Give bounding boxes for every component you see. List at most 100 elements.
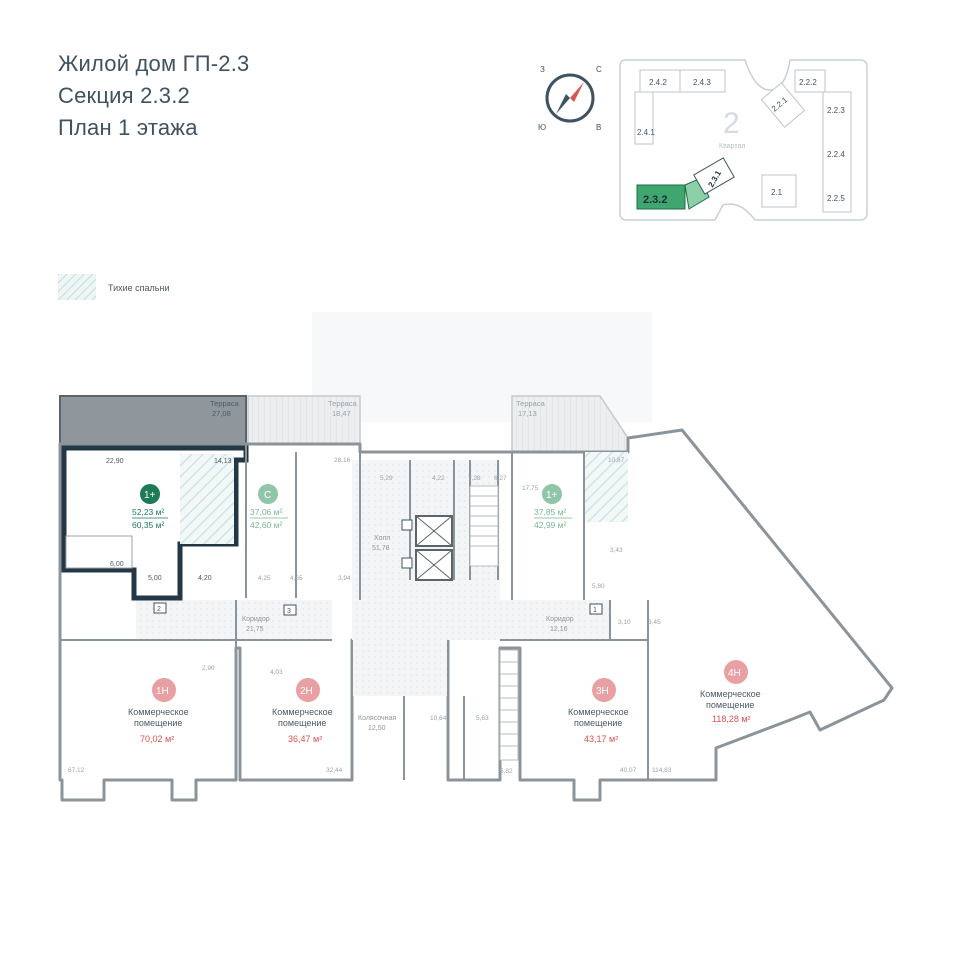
terrace-area: 27,08 bbox=[212, 409, 231, 418]
commercial-label: Коммерческое bbox=[568, 707, 629, 717]
elevator-icon bbox=[401, 519, 413, 531]
room-area: 14,13 bbox=[214, 458, 232, 465]
apartment-area-total: 60,35 м² bbox=[132, 520, 164, 530]
room-area: 3,10 bbox=[618, 619, 631, 626]
stroller-room-area: 12,50 bbox=[368, 725, 386, 732]
site-building-label: 2.4.2 bbox=[649, 78, 667, 87]
room-area: 32,44 bbox=[326, 767, 343, 774]
commercial-badge bbox=[296, 678, 320, 702]
apartment-area-total: 42,60 м² bbox=[250, 520, 282, 530]
commercial-badge bbox=[592, 678, 616, 702]
room-area: 5,29 bbox=[380, 475, 393, 482]
entrance-marker: 2 bbox=[157, 606, 161, 613]
corridor-label: Коридор bbox=[546, 616, 574, 623]
room-area: 40,07 bbox=[620, 767, 637, 774]
room-area: 22,90 bbox=[106, 458, 124, 465]
commercial-area: 70,02 м² bbox=[140, 734, 174, 744]
section-title: Секция 2.3.2 bbox=[58, 83, 190, 108]
apartment-type-badge bbox=[140, 484, 160, 504]
block-number: 2 bbox=[723, 107, 740, 140]
room-area: 17,75 bbox=[522, 485, 539, 492]
entrance-marker: 3 bbox=[287, 608, 291, 615]
room-area: 67,12 bbox=[68, 767, 85, 774]
room-area: 2,90 bbox=[202, 665, 215, 672]
commercial-area: 36,47 м² bbox=[288, 734, 322, 744]
commercial-id: 4Н bbox=[728, 668, 741, 679]
room-area: 7,28 bbox=[468, 475, 481, 482]
room-area: 4,22 bbox=[432, 475, 445, 482]
hall-area: 51,78 bbox=[372, 545, 390, 552]
site-map: 2.4.2 2.4.3 2.4.1 2.2.1 2.2.2 2.2.3 2.2.… bbox=[619, 59, 868, 221]
compass-w-label: З bbox=[540, 65, 545, 74]
corridor-area: 12,16 bbox=[550, 626, 568, 633]
room-area: 5,82 bbox=[500, 768, 513, 775]
compass-e-label: В bbox=[596, 123, 601, 132]
apartment-type-label: С bbox=[264, 490, 271, 501]
room-area: 4,25 bbox=[258, 575, 271, 582]
commercial-id: 1Н bbox=[156, 686, 169, 697]
apartment-type-badge bbox=[258, 484, 278, 504]
commercial-label: Коммерческое bbox=[700, 689, 761, 699]
room-area: 3,43 bbox=[610, 547, 623, 554]
apartment-area-living: 37,06 м² bbox=[250, 507, 282, 517]
apartment-area-total: 42,99 м² bbox=[534, 520, 566, 530]
site-building-label: 2.2.5 bbox=[827, 194, 845, 203]
room-area: 4,65 bbox=[290, 575, 303, 582]
site-building-label: 2.2.4 bbox=[827, 150, 845, 159]
commercial-label: Коммерческое bbox=[128, 707, 189, 717]
terrace-area: 17,13 bbox=[518, 409, 537, 418]
terrace-area: 18,47 bbox=[332, 409, 351, 418]
commercial-id: 2Н bbox=[300, 686, 313, 697]
apartment-type-label: 1+ bbox=[144, 490, 156, 501]
terrace-label: Терраса bbox=[328, 399, 358, 408]
room-area: 10,64 bbox=[430, 715, 447, 722]
commercial-area: 43,17 м² bbox=[584, 734, 618, 744]
room-area: 5,00 bbox=[148, 575, 162, 582]
compass-n-label: С bbox=[596, 65, 602, 74]
terrace-label: Терраса bbox=[516, 399, 546, 408]
corridor-area: 21,75 bbox=[246, 626, 264, 633]
site-building-label: 2.4.1 bbox=[637, 128, 655, 137]
room-area: 3,45 bbox=[648, 619, 661, 626]
corridor-label: Коридор bbox=[242, 616, 270, 623]
terrace-label: Терраса bbox=[210, 399, 240, 408]
building-title: Жилой дом ГП-2.3 bbox=[58, 51, 250, 76]
room-area: 6,00 bbox=[110, 561, 124, 568]
block-label: Квартал bbox=[719, 143, 745, 150]
commercial-badge bbox=[152, 678, 176, 702]
entrance-marker: 1 bbox=[593, 607, 597, 614]
apartment-area-living: 52,23 м² bbox=[132, 507, 164, 517]
quiet-bedroom-legend-swatch bbox=[58, 274, 96, 300]
apartment-type-label: 1+ bbox=[546, 490, 558, 501]
hall-label: Холл bbox=[374, 535, 391, 542]
site-building-label: 2.4.3 bbox=[693, 78, 711, 87]
compass-s-label: Ю bbox=[538, 123, 546, 132]
commercial-label: помещение bbox=[574, 718, 622, 728]
room-area: 6,27 bbox=[494, 475, 507, 482]
room-area: 114,83 bbox=[652, 767, 672, 774]
site-building-label: 2.2.2 bbox=[799, 78, 817, 87]
commercial-id: 3Н bbox=[596, 686, 609, 697]
room-area: 10,87 bbox=[608, 457, 625, 464]
legend-label: Тихие спальни bbox=[108, 283, 170, 293]
floor-title: План 1 этажа bbox=[58, 115, 198, 140]
commercial-label: помещение bbox=[706, 700, 754, 710]
commercial-area: 118,28 м² bbox=[712, 714, 751, 724]
compass-icon: З С Ю В bbox=[538, 65, 602, 132]
site-building-label: 2.2.3 bbox=[827, 106, 845, 115]
elevator-icon bbox=[401, 557, 413, 569]
site-building-label: 2.1 bbox=[771, 188, 783, 197]
room-area: 5,80 bbox=[592, 583, 605, 590]
apartment-area-living: 37,85 м² bbox=[534, 507, 566, 517]
room-area: 4,20 bbox=[198, 575, 212, 582]
commercial-badge bbox=[724, 660, 748, 684]
room-area: 3,94 bbox=[338, 575, 351, 582]
room-area: 28,16 bbox=[334, 457, 351, 464]
room-area: 5,63 bbox=[476, 715, 489, 722]
commercial-label: Коммерческое bbox=[272, 707, 333, 717]
apartment-type-badge bbox=[542, 484, 562, 504]
room-area: 4,03 bbox=[270, 669, 283, 676]
commercial-label: помещение bbox=[278, 718, 326, 728]
